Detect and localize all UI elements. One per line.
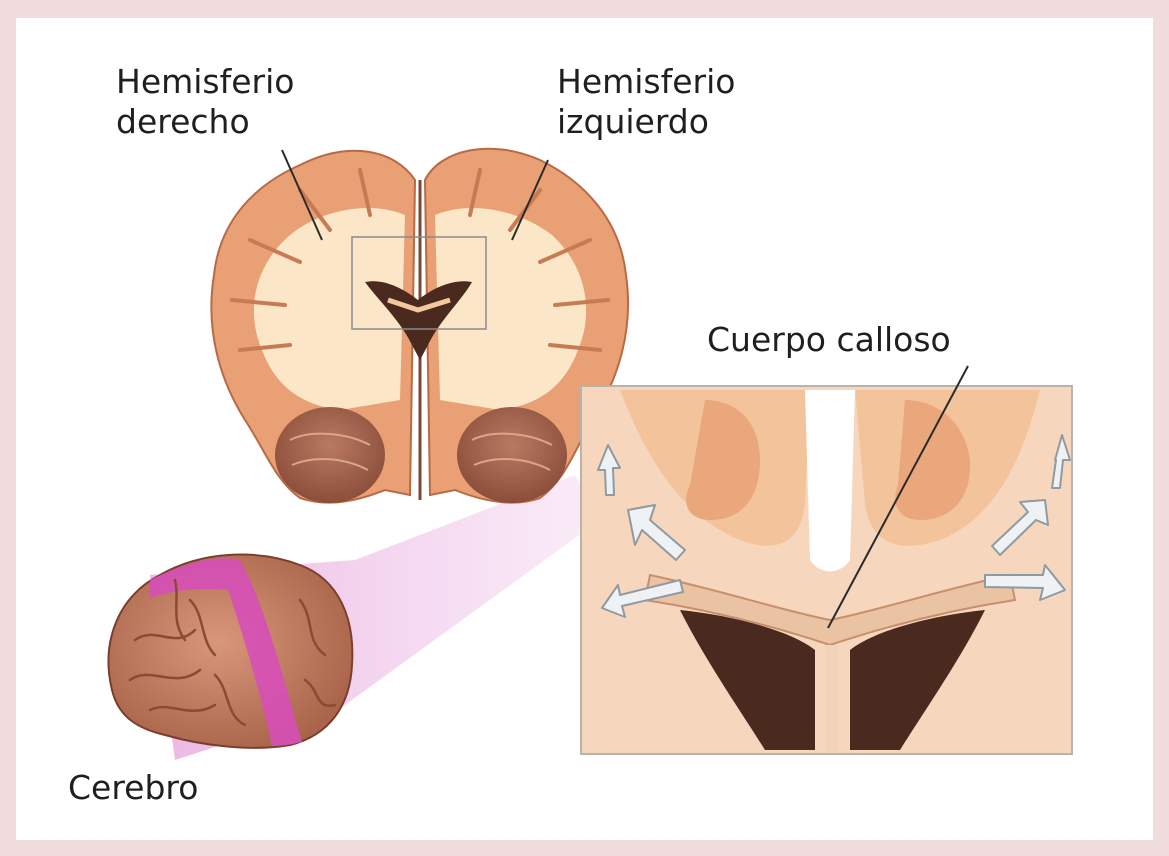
- label-brain: Cerebro: [68, 768, 198, 808]
- label-right-hemisphere-line2: derecho: [116, 102, 294, 142]
- label-left-hemisphere-line1: Hemisferio: [557, 62, 735, 102]
- label-right-hemisphere-line1: Hemisferio: [116, 62, 294, 102]
- label-left-hemisphere: Hemisferio izquierdo: [557, 62, 735, 142]
- whole-brain: [109, 555, 353, 748]
- label-right-hemisphere: Hemisferio derecho: [116, 62, 294, 142]
- lower-lobe-left: [457, 407, 567, 503]
- label-left-hemisphere-line2: izquierdo: [557, 102, 735, 142]
- coronal-section: [211, 149, 628, 503]
- lower-lobe-right: [275, 407, 385, 503]
- corpus-callosum-inset: [581, 386, 1072, 754]
- label-corpus-callosum: Cuerpo calloso: [707, 320, 951, 360]
